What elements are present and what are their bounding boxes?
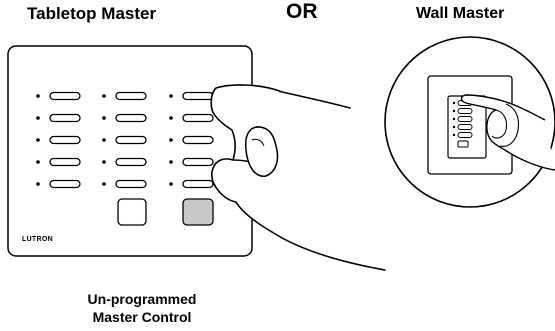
scene-button[interactable] (115, 179, 147, 189)
button-indicator-dot (169, 116, 173, 120)
wall-scene-button[interactable] (457, 124, 473, 130)
scene-button[interactable] (49, 135, 81, 145)
wall-scene-button[interactable] (457, 116, 473, 122)
wall-indicator-dot (452, 101, 456, 105)
scene-button[interactable] (182, 113, 214, 123)
wall-bottom-button[interactable] (457, 140, 469, 148)
button-indicator-dot (36, 160, 40, 164)
scene-button[interactable] (115, 91, 147, 101)
wall-hand-finger (491, 109, 508, 139)
scene-button[interactable] (182, 91, 214, 101)
caption: Un-programmed Master Control (60, 290, 224, 326)
button-indicator-dot (36, 94, 40, 98)
scene-button[interactable] (49, 113, 81, 123)
button-indicator-dot (36, 138, 40, 142)
wall-scene-button[interactable] (457, 132, 473, 138)
wall-hand-finger-2 (499, 103, 520, 147)
button-indicator-dot (36, 116, 40, 120)
caption-line-1: Un-programmed (87, 291, 197, 307)
hand-knuckle (251, 138, 265, 147)
scene-button[interactable] (182, 135, 214, 145)
button-indicator-dot (169, 182, 173, 186)
button-indicator-dot (102, 182, 106, 186)
tabletop-master-label: Tabletop Master (27, 4, 157, 23)
scene-button[interactable] (49, 179, 81, 189)
wall-hand-outline (460, 94, 555, 171)
scene-button[interactable] (115, 157, 147, 167)
or-label: OR (286, 0, 318, 23)
button-indicator-dot (102, 160, 106, 164)
square-button-right[interactable] (182, 198, 214, 226)
button-indicator-dot (36, 182, 40, 186)
diagram: LUTRON (7, 36, 555, 271)
wall-scene-button[interactable] (457, 108, 473, 114)
button-indicator-dot (169, 138, 173, 142)
scene-button[interactable] (182, 179, 214, 189)
wall-indicator-dot (452, 133, 456, 137)
wall-indicator-dot (452, 125, 456, 129)
caption-line-2: Master Control (92, 309, 192, 325)
scene-button[interactable] (115, 113, 147, 123)
wall-indicator-dot (452, 117, 456, 121)
tabletop-button-grid (36, 91, 214, 189)
button-indicator-dot (169, 94, 173, 98)
scene-button[interactable] (182, 157, 214, 167)
button-indicator-dot (102, 138, 106, 142)
scene-button[interactable] (115, 135, 147, 145)
button-indicator-dot (102, 94, 106, 98)
button-indicator-dot (169, 160, 173, 164)
lutron-logo: LUTRON (22, 236, 53, 243)
button-indicator-dot (102, 116, 106, 120)
square-button-left[interactable] (117, 198, 147, 226)
scene-button[interactable] (49, 157, 81, 167)
wall-master-label: Wall Master (416, 5, 505, 22)
scene-button[interactable] (49, 91, 81, 101)
wall-indicator-dot (452, 109, 456, 113)
